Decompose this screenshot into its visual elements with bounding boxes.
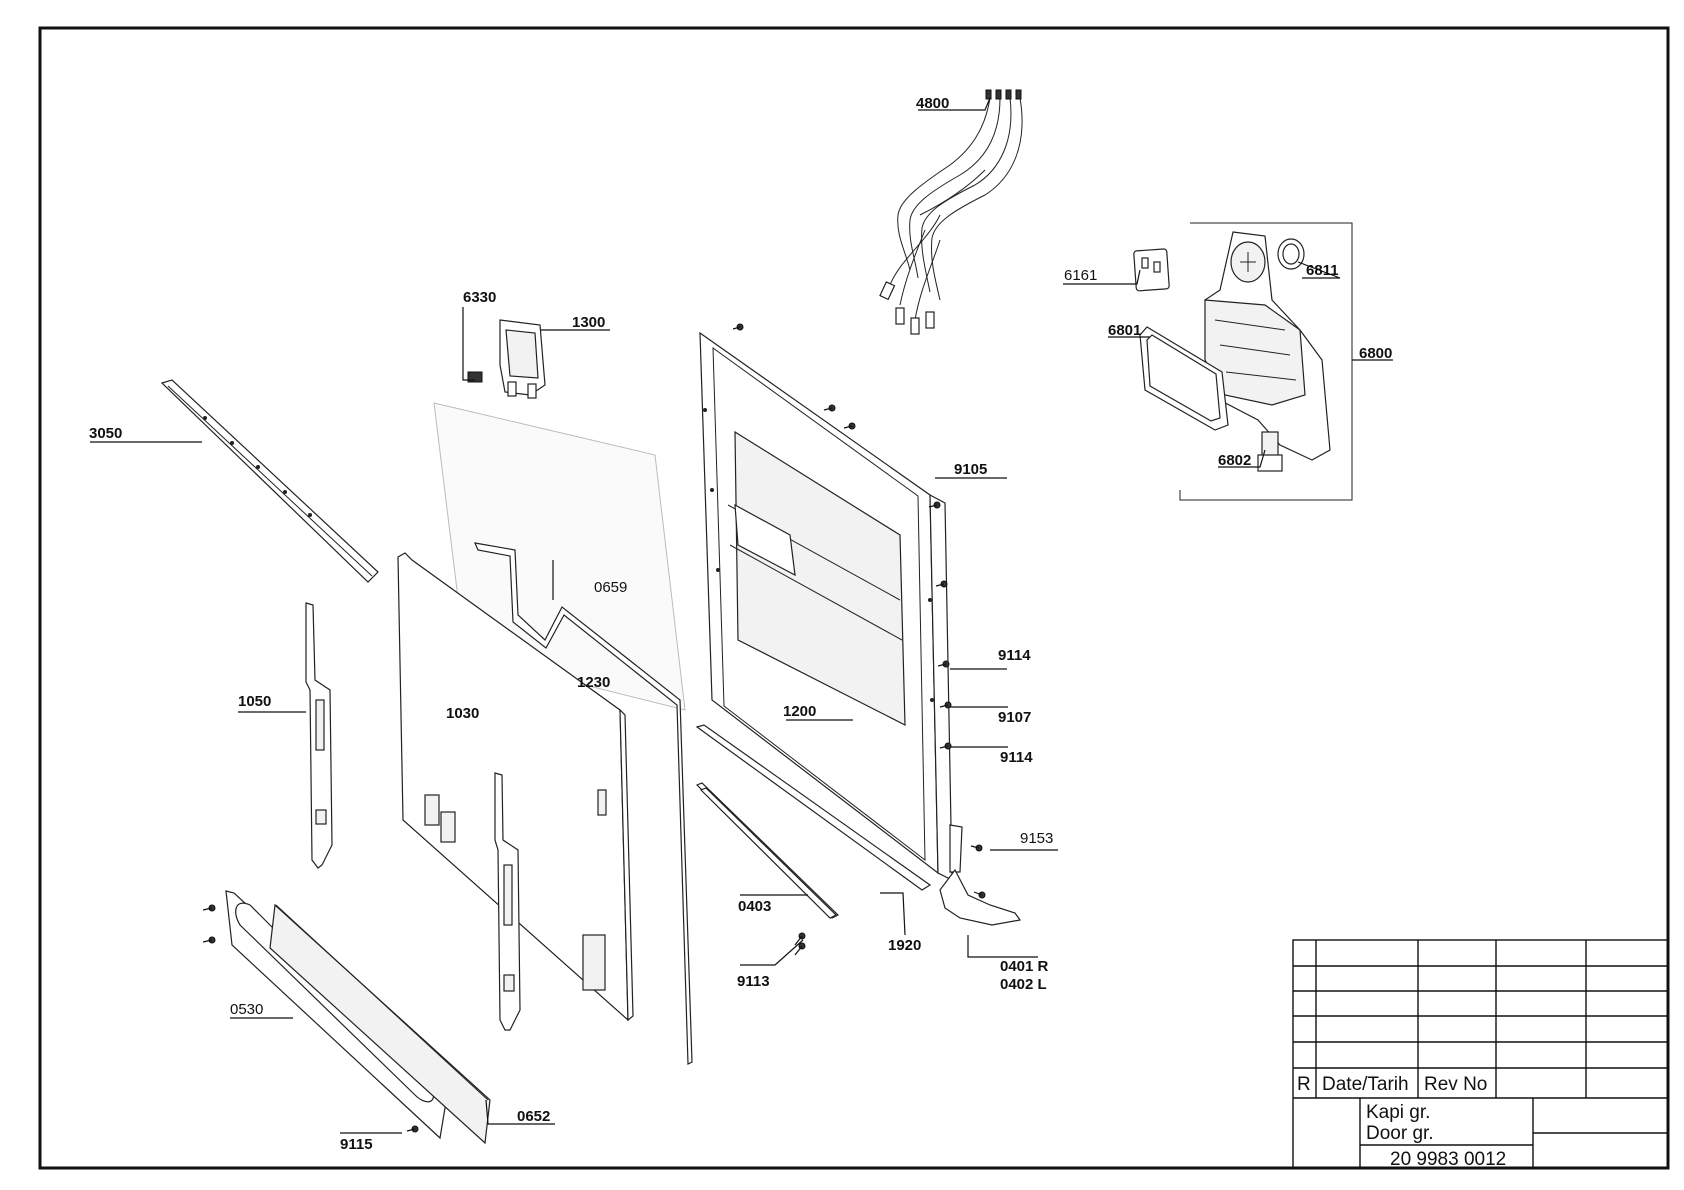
outer-panel-1030: [397, 552, 634, 1022]
part-label-0402: 0402 L: [1000, 976, 1047, 993]
switch-1300-assembly: [467, 319, 546, 399]
wiring-harness-4800: [879, 89, 1023, 335]
screw-icon: [973, 891, 986, 899]
part-label-9114-lower: 9114: [1000, 749, 1033, 766]
bottom-panel-0530: [225, 890, 491, 1145]
part-label-6801: 6801: [1108, 322, 1141, 339]
title-block-date-header: Date/Tarih: [1322, 1074, 1409, 1095]
screw-icon: [937, 660, 950, 668]
part-label-9115: 9115: [340, 1136, 373, 1153]
part-label-0530: 0530: [230, 1001, 263, 1018]
screw-icon: [406, 1125, 419, 1133]
title-block-group-en: Door gr.: [1366, 1123, 1434, 1144]
part-label-6802: 6802: [1218, 452, 1251, 469]
part-label-9114-upper: 9114: [998, 647, 1031, 664]
screw-icon: [939, 701, 952, 709]
part-label-0652: 0652: [517, 1108, 550, 1125]
plate-0403: [699, 787, 838, 919]
screws: [202, 323, 986, 1133]
part-label-9105: 9105: [954, 461, 987, 478]
part-label-3050: 3050: [89, 425, 122, 442]
inner-door-1200: [699, 331, 1022, 926]
title-block-rev-marker: R: [1297, 1074, 1311, 1095]
screw-icon: [794, 932, 806, 946]
screw-icon: [970, 844, 983, 852]
part-label-6330: 6330: [463, 289, 496, 306]
screw-icon: [823, 404, 836, 412]
part-label-1920: 1920: [888, 937, 921, 954]
title-block-rev-header: Rev No: [1424, 1074, 1487, 1095]
part-label-6161: 6161: [1064, 267, 1097, 284]
top-strip-3050: [160, 379, 379, 583]
part-label-1030: 1030: [446, 705, 479, 722]
screw-icon: [794, 942, 806, 956]
hinge-bracket-1050: [305, 602, 333, 869]
title-block-group-tr: Kapi gr.: [1366, 1102, 1430, 1123]
drawing-frame: [38, 26, 1670, 1170]
screw-icon: [928, 501, 941, 509]
part-label-9107: 9107: [998, 709, 1031, 726]
title-block: R Date/Tarih Rev No Kapi gr. Door gr. 20…: [1292, 939, 1669, 1170]
screw-icon: [935, 580, 948, 588]
hinge-bracket-1050-b: [494, 772, 521, 1031]
screw-icon: [843, 422, 856, 430]
screw-icon: [202, 904, 216, 912]
part-label-4800: 4800: [916, 95, 949, 112]
leader-lines: [90, 97, 1393, 1134]
part-label-9113: 9113: [737, 973, 770, 990]
screw-icon: [939, 742, 952, 750]
part-label-0659: 0659: [594, 579, 627, 596]
part-label-6800: 6800: [1359, 345, 1392, 362]
screw-icon: [202, 936, 216, 944]
title-block-drawing-number: 20 9983 0012: [1390, 1149, 1506, 1170]
part-label-1230: 1230: [577, 674, 610, 691]
part-label-0401: 0401 R: [1000, 958, 1049, 975]
part-label-9153: 9153: [1020, 830, 1053, 847]
gasket-1230: [474, 542, 693, 1065]
part-label-1200: 1200: [783, 703, 816, 720]
part-label-0403: 0403: [738, 898, 771, 915]
part-label-6811: 6811: [1306, 262, 1339, 279]
part-label-1300: 1300: [572, 314, 605, 331]
module-6800-group: [1133, 222, 1353, 501]
part-label-1050: 1050: [238, 693, 271, 710]
screw-icon: [732, 323, 744, 331]
